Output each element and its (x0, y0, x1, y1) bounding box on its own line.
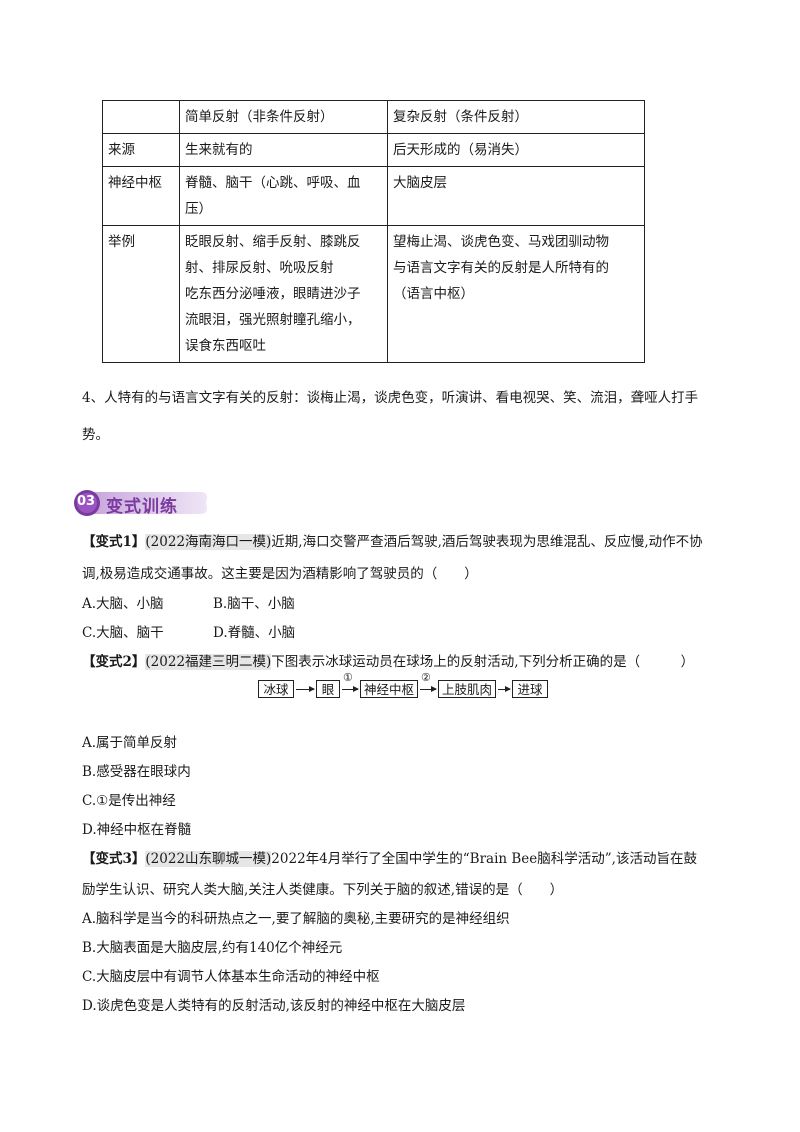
flow-mark-2: ② (421, 671, 431, 684)
cell-line: 后天形成的（易消失） (393, 142, 528, 158)
option-c: C.大脑、脑干 (82, 625, 164, 641)
cell-line: 脊髓、脑干（心跳、呼吸、血 (185, 175, 361, 191)
question-3-line-1: 【变式3】(2022山东聊城一模)2022年4月举行了全国中学生的“Brain … (82, 847, 697, 867)
row-label: 神经中枢 (102, 166, 180, 226)
banner-ribbon-icon (74, 490, 208, 516)
table-cell: 望梅止渴、谈虎色变、马戏团驯动物 与语言文字有关的反射是人所特有的 （语言中枢） (387, 225, 645, 363)
section-banner: 03 变式训练 (72, 488, 212, 518)
reflex-comparison-table: 简单反射（非条件反射） 复杂反射（条件反射） 来源 生来就有的 后天形成的（易消… (102, 100, 645, 363)
question-2-line-1: 【变式2】(2022福建三明二模)下图表示冰球运动员在球场上的反射活动,下列分析… (82, 650, 694, 670)
cell-line: 吃东西分泌唾液，眼睛进沙子 (185, 286, 361, 302)
flow-mark-1: ① (343, 671, 353, 684)
banner-title: 变式训练 (106, 497, 178, 517)
option-a: A.大脑、小脑 (82, 596, 164, 612)
table-cell: 后天形成的（易消失） (387, 133, 645, 167)
question-1-tag: 【变式1】 (82, 534, 146, 550)
banner-number: 03 (77, 494, 96, 509)
flow-arrow (498, 686, 511, 692)
option-b: B.脑干、小脑 (213, 596, 295, 612)
cell-line: 大脑皮层 (393, 175, 447, 191)
flow-arrow (296, 686, 315, 692)
question-2-tag: 【变式2】 (82, 654, 146, 670)
table-cell: 眨眼反射、缩手反射、膝跳反 射、排尿反射、吮吸反射 吃东西分泌唾液，眼睛进沙子 … (179, 225, 388, 363)
row-label: 来源 (102, 133, 180, 167)
cell-line: 压） (185, 201, 212, 217)
flow-box-goal: 进球 (512, 680, 548, 698)
table-header-cell: 简单反射（非条件反射） (179, 100, 388, 134)
question-1-text: 近期,海口交警严查酒后驾驶,酒后驾驶表现为思维混乱、反应慢,动作不协 (271, 534, 703, 550)
option-c: C.①是传出神经 (82, 793, 176, 809)
cell-line: 流眼泪，强光照射瞳孔缩小， (185, 312, 361, 328)
option-a: A.脑科学是当今的科研热点之一,要了解脑的奥秘,主要研究的是神经组织 (82, 911, 510, 927)
question-3-tag: 【变式3】 (82, 851, 146, 867)
row-label: 举例 (102, 225, 180, 363)
cell-line: 误食东西呕吐 (185, 338, 266, 354)
question-3-text: 2022年4月举行了全国中学生的“Brain Bee脑科学活动”,该活动旨在鼓 (271, 851, 697, 867)
option-d: D.脊髓、小脑 (213, 625, 296, 641)
option-a: A.属于简单反射 (82, 735, 178, 751)
cell-line: 眨眼反射、缩手反射、膝跳反 (185, 234, 361, 250)
table-row: 神经中枢 脊髓、脑干（心跳、呼吸、血 压） 大脑皮层 (102, 166, 645, 226)
table-cell: 脊髓、脑干（心跳、呼吸、血 压） (179, 166, 388, 226)
table-header-cell: 复杂反射（条件反射） (387, 100, 645, 134)
question-2-source: (2022福建三明二模) (145, 654, 272, 670)
option-b: B.感受器在眼球内 (82, 764, 191, 780)
cell-line: （语言中枢） (393, 286, 474, 302)
flow-box-nerve-center: 神经中枢 (360, 680, 418, 698)
question-2-text: 下图表示冰球运动员在球场上的反射活动,下列分析正确的是（ ） (271, 654, 695, 670)
flow-box-ice-ball: 冰球 (258, 680, 294, 698)
table-cell: 生来就有的 (179, 133, 388, 167)
option-b: B.大脑表面是大脑皮层,约有140亿个神经元 (82, 940, 343, 956)
option-d: D.神经中枢在脊髓 (82, 822, 192, 838)
cell-line: 与语言文字有关的反射是人所特有的 (393, 260, 609, 276)
cell-line: 射、排尿反射、吮吸反射 (185, 260, 334, 276)
cell-line: 生来就有的 (185, 142, 253, 158)
table-cell: 大脑皮层 (387, 166, 645, 226)
table-header-cell (102, 100, 180, 134)
table-header-row: 简单反射（非条件反射） 复杂反射（条件反射） (102, 100, 645, 134)
question-1-source: (2022海南海口一模) (145, 534, 272, 550)
note-4-line-2: 势。 (82, 427, 109, 443)
flow-box-eye: 眼 (316, 680, 340, 698)
flow-arrow (342, 686, 359, 692)
question-3-line-2: 励学生认识、研究人类大脑,关注人类健康。下列关于脑的叙述,错误的是（ ） (82, 882, 564, 898)
cell-line: 望梅止渴、谈虎色变、马戏团驯动物 (393, 234, 609, 250)
flow-arrow (420, 686, 437, 692)
table-row: 举例 眨眼反射、缩手反射、膝跳反 射、排尿反射、吮吸反射 吃东西分泌唾液，眼睛进… (102, 225, 645, 363)
table-row: 来源 生来就有的 后天形成的（易消失） (102, 133, 645, 167)
question-3-source: (2022山东聊城一模) (145, 851, 272, 867)
option-d: D.谈虎色变是人类特有的反射活动,该反射的神经中枢在大脑皮层 (82, 998, 466, 1014)
option-c: C.大脑皮层中有调节人体基本生命活动的神经中枢 (82, 969, 380, 985)
question-1-line-1: 【变式1】(2022海南海口一模)近期,海口交警严查酒后驾驶,酒后驾驶表现为思维… (82, 530, 703, 550)
question-1-line-2: 调,极易造成交通事故。这主要是因为酒精影响了驾驶员的（ ） (82, 566, 478, 582)
note-4-line-1: 4、人特有的与语言文字有关的反射：谈梅止渴，谈虎色变，听演讲、看电视哭、笑、流泪… (82, 390, 699, 406)
flow-box-arm-muscle: 上肢肌肉 (438, 680, 496, 698)
